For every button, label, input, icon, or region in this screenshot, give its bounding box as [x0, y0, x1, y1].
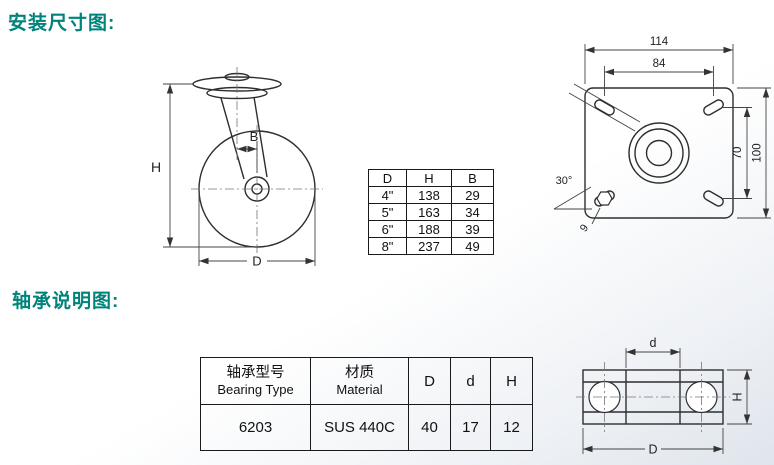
- dim-114-label: 114: [650, 36, 669, 48]
- plate-dim-hole-spacing-height: 70: [722, 107, 752, 199]
- bearing-dim-bore: d: [625, 336, 681, 368]
- cell-bearing-d: 17: [450, 404, 491, 451]
- plate-dim-overall-width: 114: [584, 36, 734, 84]
- cell-height: 163: [406, 203, 452, 221]
- cell-height: 138: [406, 186, 452, 204]
- bearing-centerlines: [576, 362, 730, 432]
- caster-dim-height: H: [151, 83, 257, 248]
- bearing-header-type: 轴承型号 Bearing Type: [200, 357, 311, 405]
- bearing-header-H: H: [490, 357, 533, 405]
- plate-bolt-head: [596, 191, 613, 206]
- cell-offset: 39: [451, 220, 494, 238]
- dim-header-b: B: [451, 169, 494, 187]
- plate-dim-overall-height: 100: [737, 87, 771, 219]
- cell-bearing-model: 6203: [200, 404, 311, 451]
- mounting-plate-top-view-drawing: 114 84 70 100 30° 9: [553, 36, 771, 234]
- cell-height: 188: [406, 220, 452, 238]
- bearing-dim-outer-diameter: D: [582, 428, 724, 457]
- plate-dim-hole-spacing-width: 84: [604, 58, 714, 96]
- cell-bearing-H: 12: [490, 404, 533, 451]
- table-row: 4" 138 29: [368, 186, 494, 204]
- cell-height: 237: [406, 237, 452, 255]
- dim-table-header-row: D H B: [368, 169, 494, 187]
- cell-offset: 29: [451, 186, 494, 204]
- cell-size: 6": [368, 220, 407, 238]
- plate-bolt-slots: [594, 99, 724, 207]
- bearing-table-header-row: 轴承型号 Bearing Type 材质 Material D d H: [200, 357, 533, 405]
- bearing-header-material: 材质 Material: [310, 357, 409, 405]
- bearing-type-en: Bearing Type: [217, 381, 294, 397]
- caster-dim-offset: B: [237, 129, 258, 173]
- bearing-material-zh: 材质: [345, 364, 374, 381]
- bearing-cross-section-drawing: d D H: [576, 336, 752, 457]
- table-row: 8" 237 49: [368, 237, 494, 255]
- slot-width-9-label: 9: [578, 222, 591, 234]
- bearing-type-zh: 轴承型号: [226, 364, 285, 381]
- plate-center-hub: [628, 122, 690, 184]
- cell-bearing-D: 40: [408, 404, 451, 451]
- plate-slot-width-annotation: 9: [578, 207, 601, 234]
- cell-size: 5": [368, 203, 407, 221]
- dim-d-label: d: [650, 336, 657, 350]
- dim-header-h: H: [406, 169, 452, 187]
- section-title-bearing-diagram: 轴承说明图:: [12, 291, 120, 312]
- dim-70-label: 70: [732, 147, 744, 160]
- bearing-material-en: Material: [336, 381, 383, 397]
- caster-side-view-drawing: H B D: [151, 67, 323, 269]
- cell-size: 4": [368, 186, 407, 204]
- bearing-table: 轴承型号 Bearing Type 材质 Material D d H 6203…: [200, 357, 533, 451]
- angle-30-label: 30°: [556, 175, 573, 187]
- table-row: 6" 188 39: [368, 220, 494, 238]
- cell-size: 8": [368, 237, 407, 255]
- cell-bearing-material: SUS 440C: [310, 404, 409, 451]
- section-title-install-dimensions: 安装尺寸图:: [8, 13, 116, 34]
- dim-H-label: H: [731, 392, 745, 401]
- bearing-dim-height: H: [727, 369, 752, 425]
- bearing-header-D: D: [408, 357, 451, 405]
- dim-D-label: D: [648, 443, 657, 457]
- dim-b-label: B: [250, 129, 259, 144]
- dimension-table: D H B 4" 138 29 5" 163 34 6" 188 39 8" 2…: [368, 169, 494, 255]
- plate-body: [584, 87, 734, 219]
- dim-h-label: H: [151, 159, 161, 175]
- dim-84-label: 84: [653, 58, 666, 70]
- bearing-header-d: d: [450, 357, 491, 405]
- cell-offset: 34: [451, 203, 494, 221]
- caster-dim-diameter: D: [198, 195, 316, 269]
- table-row: 5" 163 34: [368, 203, 494, 221]
- caster-fork: [220, 96, 268, 180]
- plate-angle-annotation: 30°: [553, 175, 592, 210]
- dim-100-label: 100: [752, 143, 764, 162]
- cell-offset: 49: [451, 237, 494, 255]
- bearing-table-data-row: 6203 SUS 440C 40 17 12: [200, 404, 533, 451]
- dim-d-label: D: [252, 254, 261, 269]
- dim-header-d: D: [368, 169, 407, 187]
